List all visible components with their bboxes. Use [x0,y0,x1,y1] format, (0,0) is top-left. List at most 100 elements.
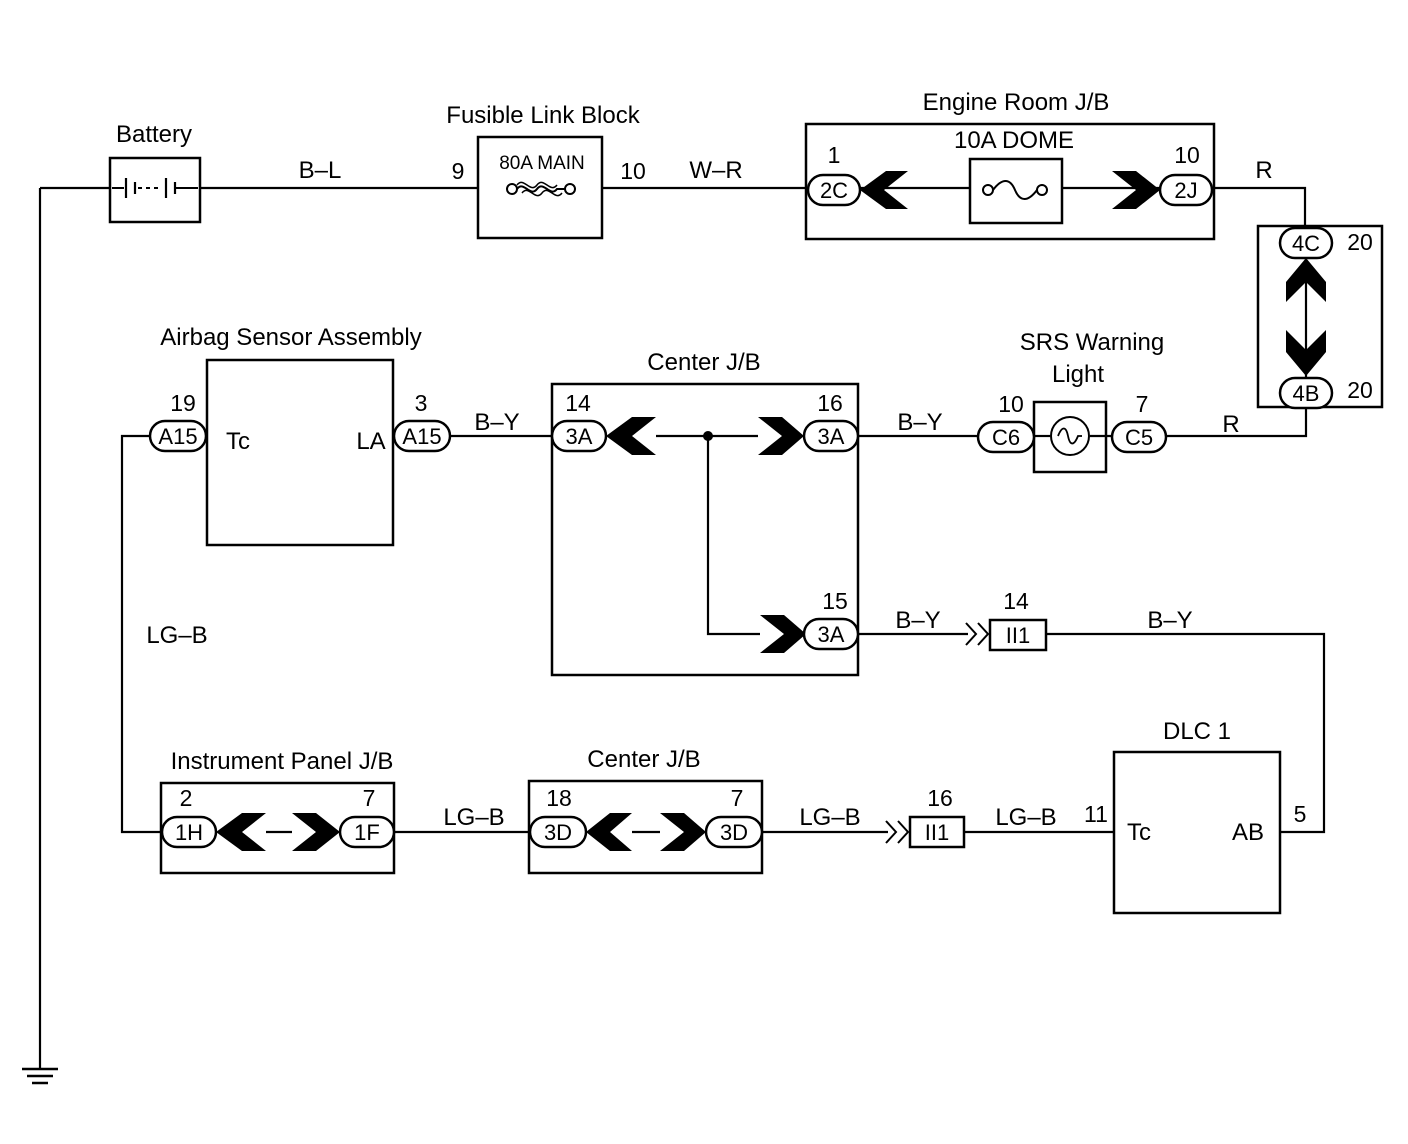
airbag-sensor-assembly: Airbag Sensor Assembly A15 A15 Tc LA 19 … [148,324,452,547]
wire-label-r-upper: R [1255,157,1272,184]
battery-label: Battery [116,121,192,148]
connector-a15-la [392,419,452,453]
instrument-panel-jb-label: Instrument Panel J/B [171,748,394,775]
connector-1f-label: 1F [354,820,380,845]
pin-srs-c5: 7 [1136,391,1149,417]
wire-label-r-lower: R [1222,411,1239,438]
chevron-left-icon [860,171,908,209]
wire-label-lg-b-ipjb: LG–B [443,804,504,831]
fusible-link-block-label: Fusible Link Block [446,102,640,129]
chevron-left-icon [586,813,632,851]
chevron-down-icon [1286,330,1326,376]
connector-3a-left-label: 3A [566,424,593,449]
chevron-right-icon [758,417,804,455]
engine-room-jb: Engine Room J/B 10A DOME 2C 2J 1 10 [804,89,1216,241]
pin-fl-out: 10 [620,158,646,184]
connector-ii1-top-label: II1 [1006,623,1030,648]
pin-fl-in: 9 [452,158,465,184]
srs-light-label-1: SRS Warning [1020,329,1165,356]
connector-ii1-top: II1 14 [965,588,1048,652]
pin-airbag-la: 3 [415,390,428,416]
connector-3a-right [802,419,860,453]
chevron-right-icon [760,615,806,653]
fusible-link-block: Fusible Link Block 80A MAIN 9 10 [446,102,646,240]
terminal-dlc-ab: AB [1232,819,1264,846]
wire-label-w-r: W–R [689,157,742,184]
wire-label-lg-b-dlc: LG–B [995,804,1056,831]
wire-label-b-l: B–L [299,157,342,184]
fuse-icon [982,180,1048,200]
wire-cjb-internal-v [706,436,760,636]
pin-cjb-right: 16 [817,390,843,416]
chevron-up-icon [1286,258,1326,302]
battery: Battery [108,121,202,224]
pin-jc-4b: 20 [1347,377,1373,403]
connector-3a-bottom [802,617,860,651]
pin-ipjb-left: 2 [180,785,193,811]
wires [38,186,1326,1068]
pin-dlc-tc: 11 [1084,801,1108,827]
junction-connector: 4C 20 4B 20 [1256,224,1384,410]
connector-4b [1278,376,1334,410]
ground-icon [22,1067,58,1085]
wire-label-lg-b-left: LG–B [146,622,207,649]
bulb-icon [1050,416,1090,456]
pin-airbag-tc: 19 [170,390,196,416]
chevron-right-icon [292,813,340,851]
pin-dlc-ab: 5 [1294,801,1307,827]
center-jb-lower: Center J/B 3D 3D 18 7 [527,746,764,875]
connector-4c-label: 4C [1292,231,1320,256]
connector-3d-right [704,815,764,849]
connector-c5-label: C5 [1125,425,1153,450]
connector-3d-right-label: 3D [720,820,748,845]
instrument-panel-jb: Instrument Panel J/B 1H 1F 2 7 [159,748,396,875]
pin-jc-4c: 20 [1347,229,1373,255]
center-jb-upper-label: Center J/B [647,349,760,376]
connector-1f [338,815,396,849]
terminal-la: LA [356,428,385,455]
pin-ipjb-right: 7 [363,785,376,811]
dlc1: DLC 1 Tc AB 11 5 [1084,718,1307,915]
terminal-dlc-tc: Tc [1127,819,1151,846]
fusible-link-icon [506,181,576,197]
wire-label-lg-b-ii1: LG–B [799,804,860,831]
wire-label-b-y-airbag: B–Y [474,409,519,436]
connector-c6-label: C6 [992,425,1020,450]
connector-2j [1158,173,1214,207]
connector-3d-left-label: 3D [544,820,572,845]
pin-cjb-left: 14 [565,390,591,416]
center-jb-lower-label: Center J/B [587,746,700,773]
pin-cjb-bottom: 15 [822,588,848,614]
connector-2j-label: 2J [1174,178,1197,203]
wire-r-upper [1212,186,1307,228]
pin-ii1-top: 14 [1003,588,1029,614]
connector-a15-la-label: A15 [402,424,441,449]
wire-lg-b-left [120,434,162,834]
connector-2c-label: 2C [820,178,848,203]
srs-warning-light: SRS Warning Light C6 C5 10 7 [976,329,1168,474]
wire-label-b-y-ii1: B–Y [895,607,940,634]
connector-4b-label: 4B [1293,381,1320,406]
chevron-right-icon [1112,171,1160,209]
connector-ii1-bottom: II1 16 [885,785,966,849]
chevron-left-icon [216,813,266,851]
connector-3a-bottom-label: 3A [818,622,845,647]
pin-ii1-bottom: 16 [927,785,953,811]
pin-srs-c6: 10 [998,391,1024,417]
wire-label-b-y-srs: B–Y [897,409,942,436]
chevron-left-icon [606,417,656,455]
connector-a15-tc-label: A15 [158,424,197,449]
connector-c6 [976,420,1036,454]
pin-erjb-out: 10 [1174,142,1200,168]
engine-room-jb-label: Engine Room J/B [923,89,1110,116]
wire-b-y-dlc [1046,632,1326,834]
wire-label-b-y-dlc: B–Y [1147,607,1192,634]
srs-light-label-2: Light [1052,361,1104,388]
fuse-main-label: 80A MAIN [499,153,585,174]
fuse-dome-box [968,157,1064,225]
chevron-right-icon [660,813,706,851]
dlc1-label: DLC 1 [1163,718,1231,745]
terminal-tc: Tc [226,428,250,455]
connector-a15-tc [148,419,208,453]
